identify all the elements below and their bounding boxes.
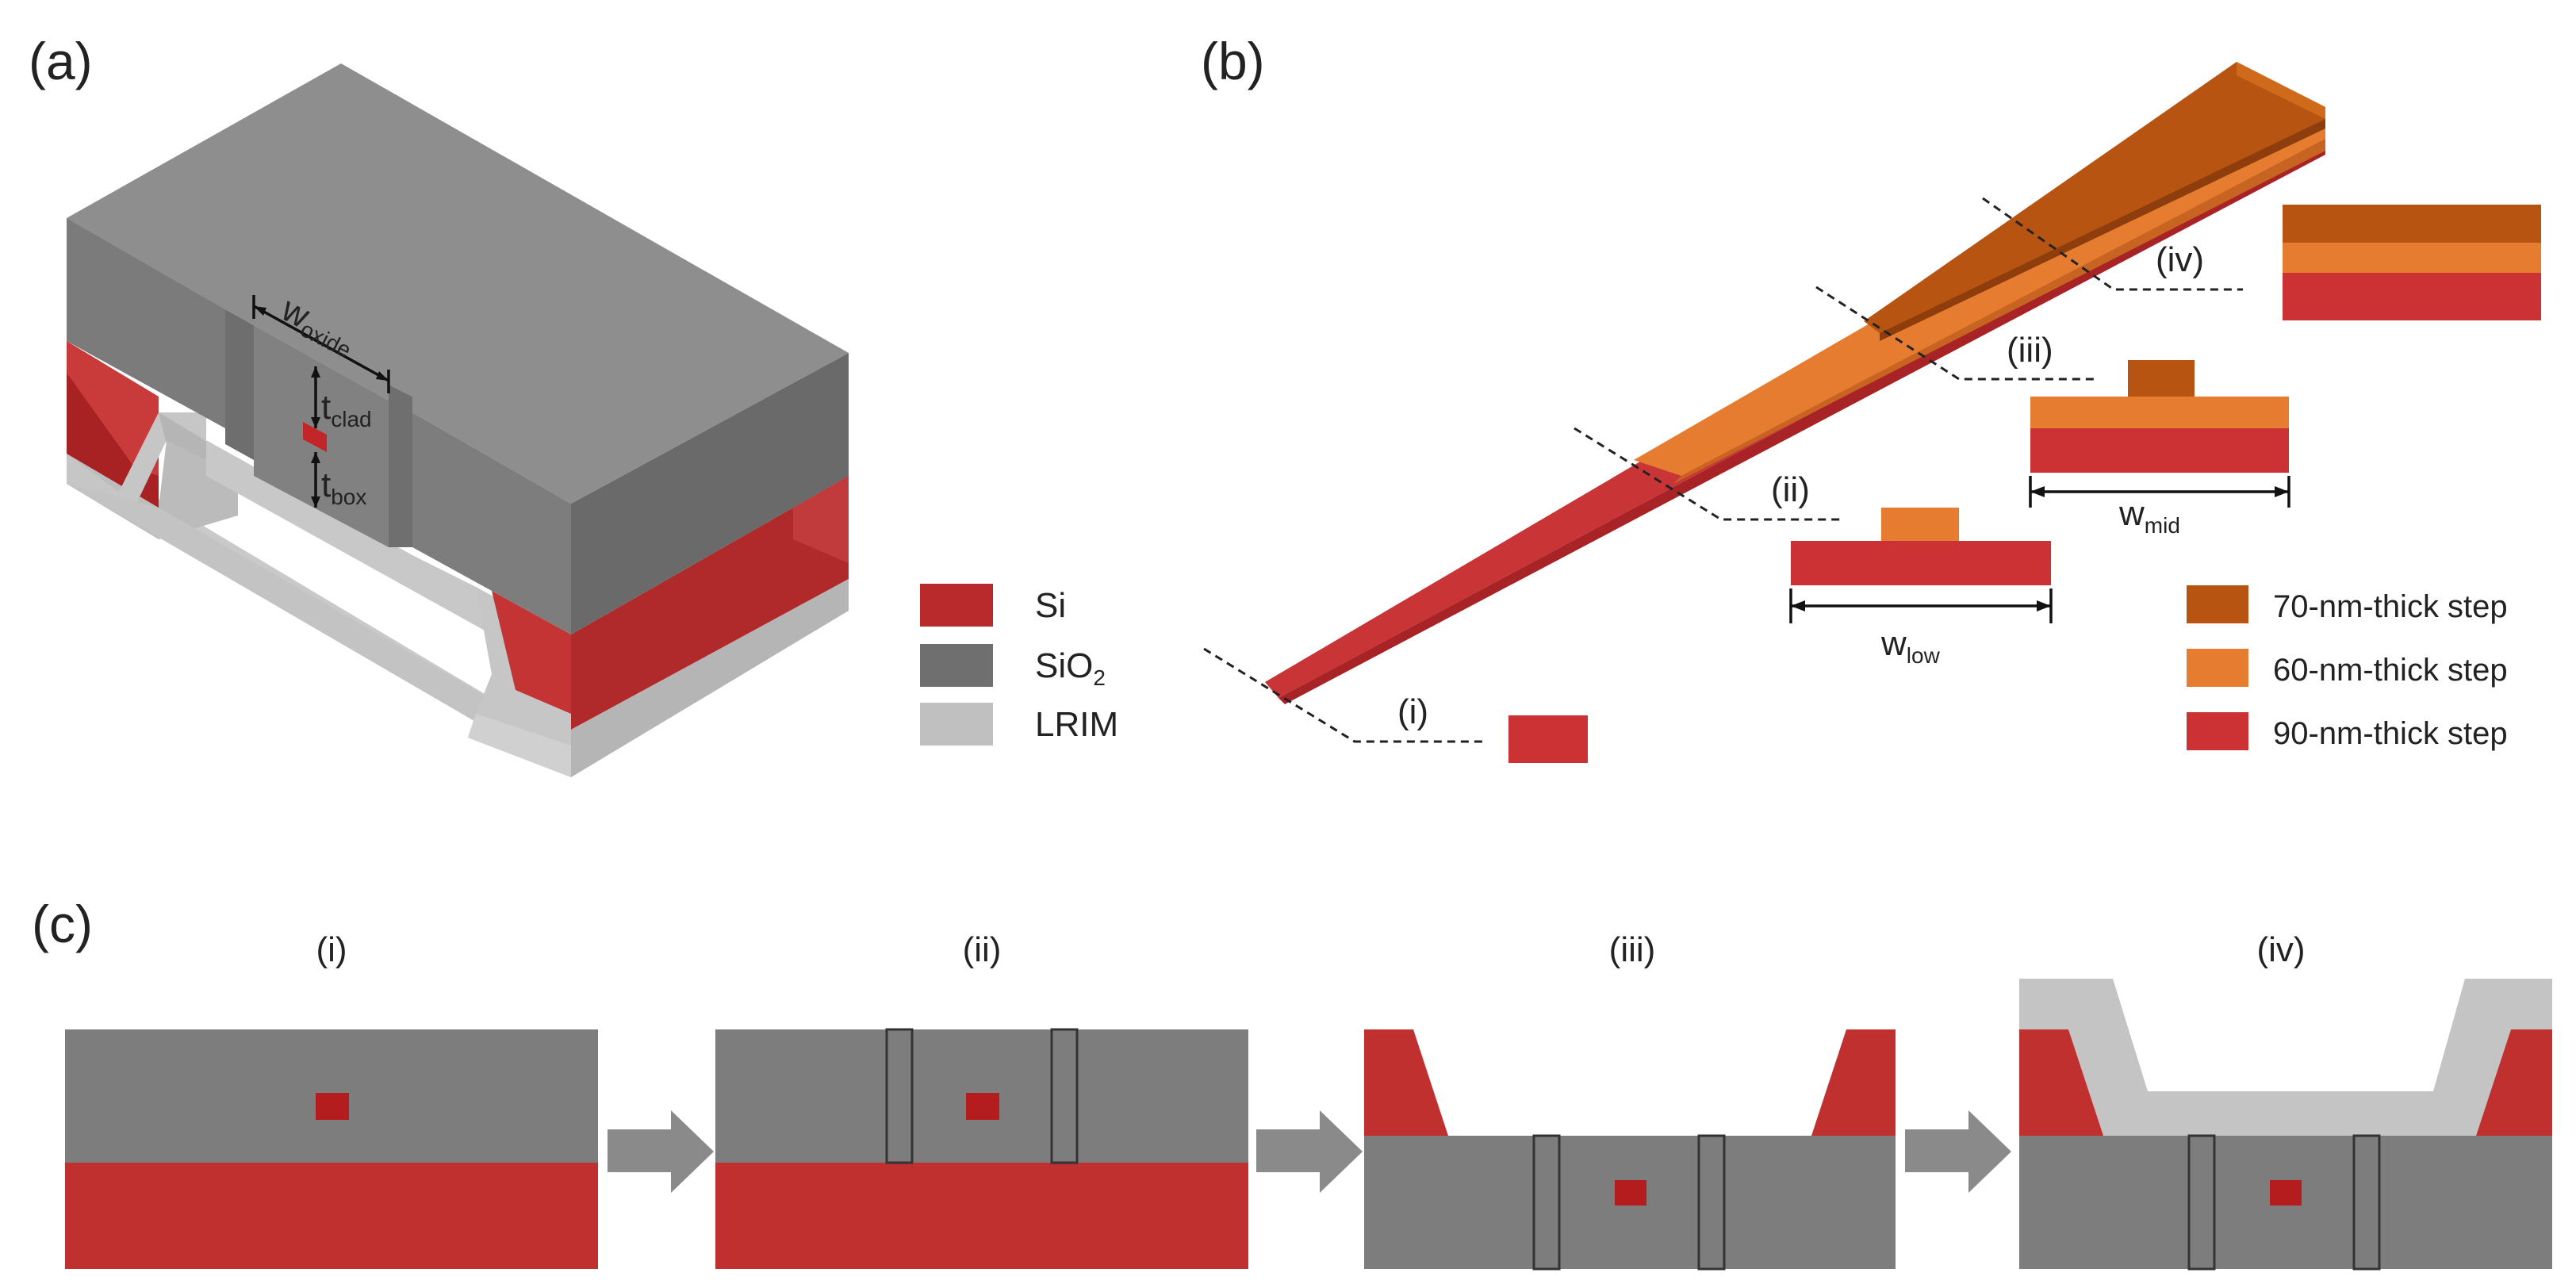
panel-a-label: (a) — [29, 32, 93, 90]
step-iii-title: (iii) — [1609, 930, 1656, 969]
si-core — [303, 422, 327, 452]
legend-60nm-swatch — [2187, 649, 2248, 687]
svg-text:tclad: tclad — [321, 388, 372, 431]
t-box-sub: box — [331, 485, 366, 509]
svg-text:SiO2: SiO2 — [1035, 646, 1106, 690]
t-clad-sub: clad — [331, 407, 371, 431]
legend-lrim-swatch — [920, 703, 993, 746]
cross-section-i — [1508, 715, 1588, 763]
t-clad-label: t — [321, 388, 331, 427]
panel-a-3d-structure — [67, 63, 849, 777]
svg-text:wmid: wmid — [2118, 494, 2180, 538]
legend-sio2-swatch — [920, 644, 993, 687]
legend-sio2-sub: 2 — [1093, 665, 1106, 690]
w-mid-label: w — [2118, 494, 2145, 533]
step-i-diagram — [65, 1029, 598, 1269]
cross-section-iii: wmid — [2029, 360, 2290, 538]
w-low-label: w — [1880, 624, 1907, 663]
panel-b-legend: 70-nm-thick step 60-nm-thick step 90-nm-… — [2187, 585, 2508, 751]
panel-b-section-lines — [1203, 197, 2243, 743]
step-i-title: (i) — [316, 930, 347, 969]
section-iv-label: (iv) — [2156, 240, 2204, 279]
taper-70nm — [1864, 62, 2325, 333]
panel-b-taper — [1265, 62, 2325, 704]
legend-sio2-label: SiO — [1035, 646, 1093, 685]
panel-b-label: (b) — [1201, 32, 1265, 90]
section-i-label: (i) — [1397, 692, 1428, 731]
step-ii-title: (ii) — [963, 930, 1002, 969]
step-iv-title: (iv) — [2256, 930, 2305, 969]
w-low-sub: low — [1907, 643, 1941, 668]
svg-text:wlow: wlow — [1880, 624, 1941, 668]
panel-c-label: (c) — [32, 895, 93, 953]
arrow-2 — [1256, 1110, 1363, 1193]
legend-70nm-label: 70-nm-thick step — [2273, 589, 2508, 624]
legend-90nm-label: 90-nm-thick step — [2273, 716, 2508, 751]
legend-60nm-label: 60-nm-thick step — [2273, 653, 2508, 688]
cross-section-iv — [2283, 205, 2541, 320]
step-iii-diagram — [1364, 1029, 1896, 1271]
section-ii-label: (ii) — [1771, 470, 1810, 509]
legend-si-swatch — [920, 584, 993, 627]
arrow-3 — [1905, 1110, 2011, 1193]
si-right-block — [492, 591, 571, 714]
svg-text:tbox: tbox — [321, 466, 366, 509]
cross-section-ii: wlow — [1789, 508, 2053, 668]
w-mid-sub: mid — [2145, 513, 2180, 538]
legend-90nm-swatch — [2187, 712, 2248, 750]
step-ii-diagram — [715, 1028, 1248, 1269]
legend-lrim-label: LRIM — [1035, 705, 1118, 744]
t-box-label: t — [321, 466, 331, 504]
arrow-1 — [608, 1110, 714, 1193]
legend-si-label: Si — [1035, 586, 1066, 625]
legend-70nm-swatch — [2187, 585, 2248, 623]
panel-a-legend: Si SiO2 LRIM — [920, 584, 1118, 746]
section-iii-label: (iii) — [2007, 331, 2053, 370]
step-iv-diagram — [2019, 979, 2552, 1271]
